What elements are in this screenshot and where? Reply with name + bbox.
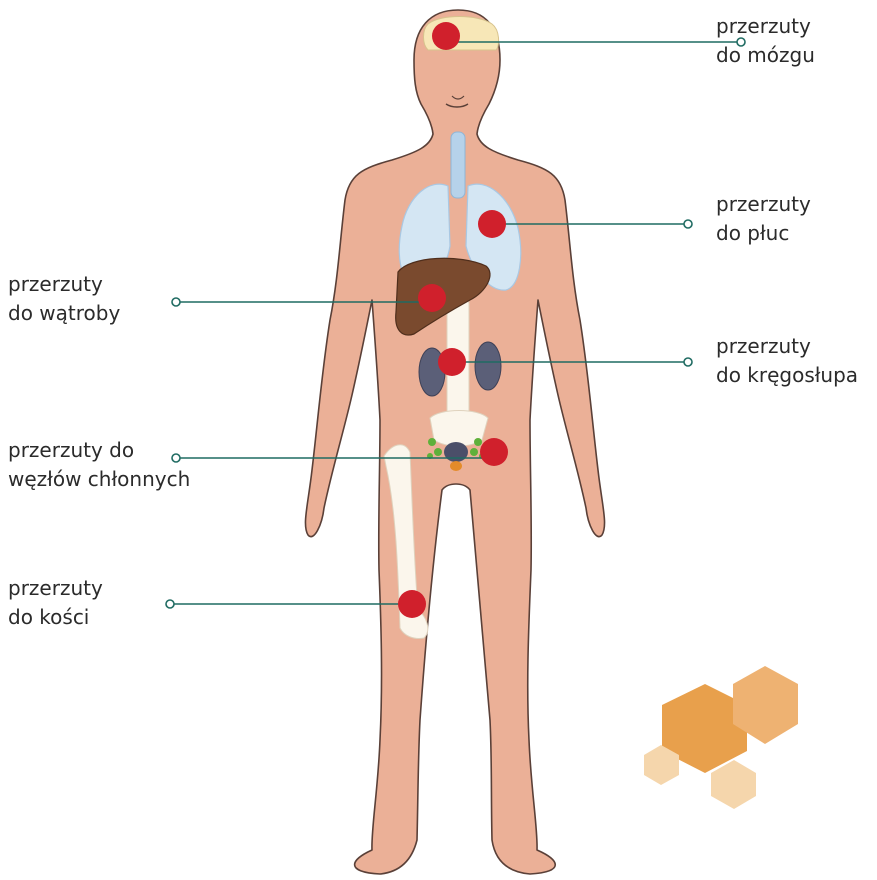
decorative-hexagons: [644, 666, 798, 809]
metastasis-liver: [418, 284, 446, 312]
metastasis-lungs: [478, 210, 506, 238]
label-liver: przerzuty do wątroby: [8, 270, 120, 328]
label-lungs-line1: przerzuty: [716, 190, 811, 219]
label-lymph-line1: przerzuty do: [8, 436, 190, 465]
metastasis-brain: [432, 22, 460, 50]
metastasis-lymph: [480, 438, 508, 466]
label-lymph-line2: węzłów chłonnych: [8, 465, 190, 494]
metastasis-bone: [398, 590, 426, 618]
endpoint-spine: [684, 358, 692, 366]
kidney-right: [475, 342, 501, 390]
endpoint-liver: [172, 298, 180, 306]
endpoint-lungs: [684, 220, 692, 228]
label-lungs-line2: do płuc: [716, 219, 811, 248]
label-bone-line1: przerzuty: [8, 574, 103, 603]
label-brain-line2: do mózgu: [716, 41, 815, 70]
label-brain: przerzuty do mózgu: [716, 12, 815, 70]
endpoint-bone: [166, 600, 174, 608]
prostate: [450, 461, 462, 471]
label-spine-line1: przerzuty: [716, 332, 858, 361]
hexagon-light: [711, 760, 756, 809]
label-liver-line1: przerzuty: [8, 270, 120, 299]
label-brain-line1: przerzuty: [716, 12, 815, 41]
bladder: [444, 442, 468, 462]
label-liver-line2: do wątroby: [8, 299, 120, 328]
label-bone-line2: do kości: [8, 603, 103, 632]
metastasis-spine: [438, 348, 466, 376]
label-spine: przerzuty do kręgosłupa: [716, 332, 858, 390]
label-lymph: przerzuty do węzłów chłonnych: [8, 436, 190, 494]
label-bone: przerzuty do kości: [8, 574, 103, 632]
trachea: [451, 132, 465, 198]
label-lungs: przerzuty do płuc: [716, 190, 811, 248]
label-spine-line2: do kręgosłupa: [716, 361, 858, 390]
